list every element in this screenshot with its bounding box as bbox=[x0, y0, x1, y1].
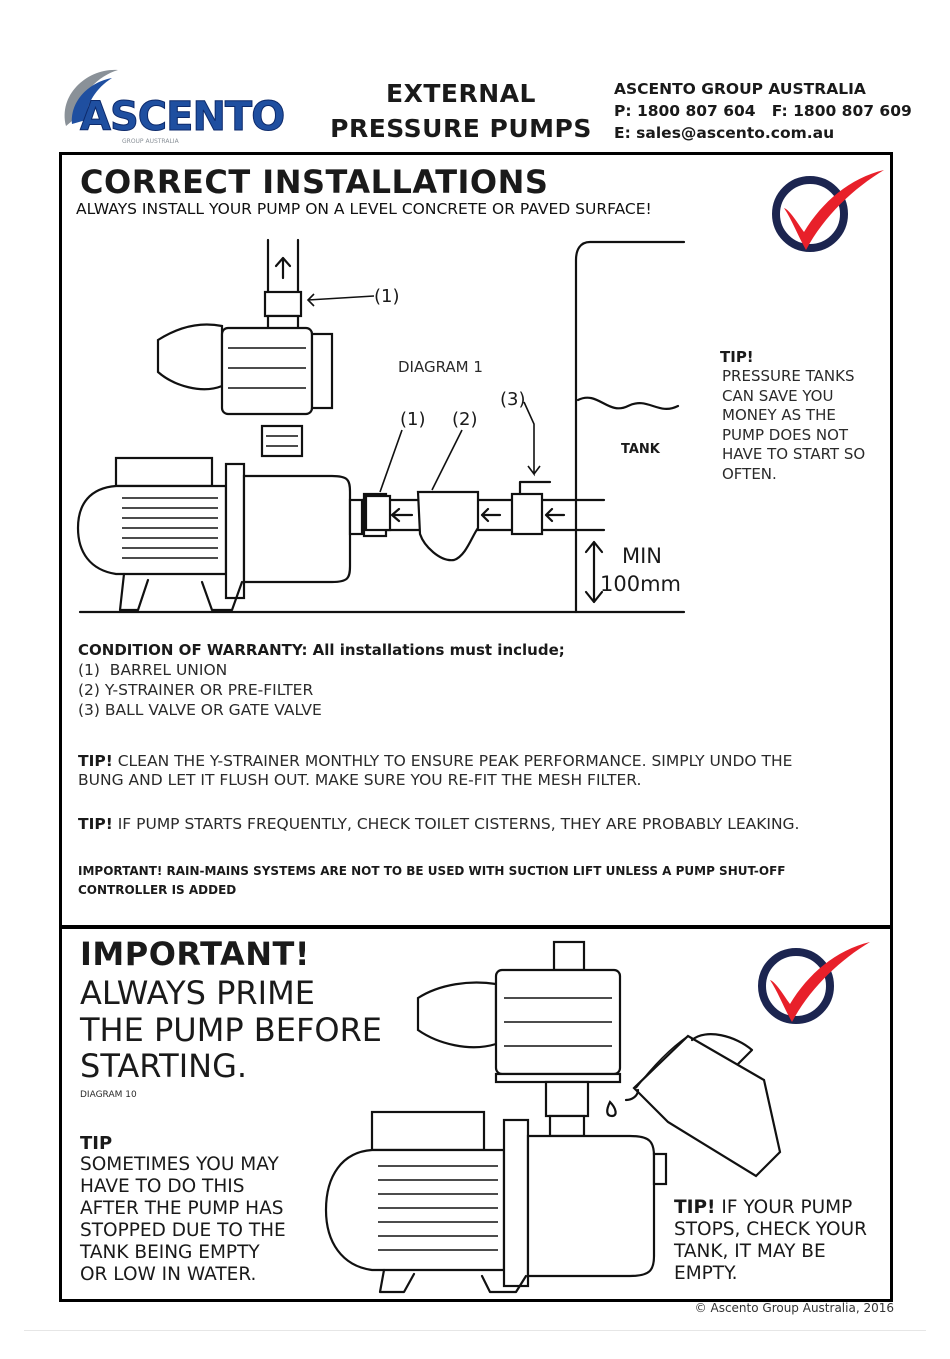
pressure-tank-tip: TIP! PRESSURE TANKS CAN SAVE YOU MONEY A… bbox=[720, 348, 865, 485]
callout-1-top: (1) bbox=[374, 286, 400, 307]
page-edge-divider bbox=[24, 1330, 926, 1331]
tip-text: BUNG AND LET IT FLUSH OUT. MAKE SURE YOU… bbox=[78, 771, 642, 789]
important-line: CONTROLLER IS ADDED bbox=[78, 883, 237, 897]
prime-instruction: ALWAYS PRIME THE PUMP BEFORE STARTING. bbox=[80, 975, 382, 1085]
prime-tip: TIP SOMETIMES YOU MAY HAVE TO DO THIS AF… bbox=[80, 1133, 286, 1286]
strainer-tip: TIP! CLEAN THE Y-STRAINER MONTHLY TO ENS… bbox=[78, 752, 792, 790]
tip-line: SOMETIMES YOU MAY bbox=[80, 1154, 279, 1175]
tip-line: CAN SAVE YOU bbox=[722, 386, 834, 405]
tip-line: MONEY AS THE bbox=[722, 406, 836, 425]
tip-body: SOMETIMES YOU MAY HAVE TO DO THIS AFTER … bbox=[80, 1154, 286, 1286]
callout-3: (3) bbox=[500, 389, 526, 410]
correct-heading: CORRECT INSTALLATIONS bbox=[80, 163, 549, 201]
logo-text: ASCENTO bbox=[80, 94, 284, 140]
important-line: IMPORTANT! RAIN-MAINS SYSTEMS ARE NOT TO… bbox=[78, 864, 786, 878]
min-label: MIN bbox=[622, 544, 663, 568]
tip-line: PUMP DOES NOT bbox=[722, 425, 849, 444]
cistern-tip: TIP! IF PUMP STARTS FREQUENTLY, CHECK TO… bbox=[78, 815, 800, 834]
ascento-logo: ASCENTO GROUP AUSTRALIA bbox=[58, 64, 314, 148]
empty-tank-tip: TIP! IF YOUR PUMP STOPS, CHECK YOUR TANK… bbox=[674, 1196, 867, 1285]
warranty-list: (1) BARREL UNION (2) Y-STRAINER OR PRE-F… bbox=[78, 660, 565, 720]
warranty-item: (2) Y-STRAINER OR PRE-FILTER bbox=[78, 681, 314, 699]
tip-line: STOPPED DUE TO THE bbox=[80, 1220, 286, 1241]
page-title: EXTERNAL PRESSURE PUMPS bbox=[330, 76, 592, 146]
tip-line: TANK BEING EMPTY bbox=[80, 1242, 260, 1263]
tip-line: STOPS, CHECK YOUR bbox=[674, 1219, 867, 1240]
tip-line: EMPTY. bbox=[674, 1263, 738, 1284]
tip-line: HAVE TO START SO bbox=[722, 445, 866, 464]
important-note: IMPORTANT! RAIN-MAINS SYSTEMS ARE NOT TO… bbox=[78, 862, 785, 900]
important-heading: IMPORTANT! bbox=[80, 935, 310, 973]
diagram-label: DIAGRAM 10 bbox=[80, 1090, 137, 1100]
warranty-item: (3) BALL VALVE OR GATE VALVE bbox=[78, 701, 322, 719]
prime-pump-panel bbox=[59, 926, 893, 1302]
min-value: 100mm bbox=[600, 572, 681, 596]
tank-label: TANK bbox=[621, 442, 660, 457]
tip-label: TIP! bbox=[674, 1197, 716, 1218]
title-line-2: PRESSURE PUMPS bbox=[330, 114, 592, 143]
priming-diagram bbox=[324, 940, 782, 1294]
tip-line: HAVE TO DO THIS bbox=[80, 1176, 245, 1197]
tip-line: PRESSURE TANKS bbox=[722, 367, 855, 385]
warranty-item: (1) BARREL UNION bbox=[78, 661, 228, 679]
tip-line: OFTEN. bbox=[722, 464, 777, 483]
installation-diagram bbox=[76, 238, 686, 614]
title-line-1: EXTERNAL bbox=[386, 79, 536, 108]
tip-title: TIP! bbox=[720, 348, 754, 366]
tip-title: TIP bbox=[80, 1133, 113, 1154]
contact-block: ASCENTO GROUP AUSTRALIA P: 1800 807 604 … bbox=[614, 78, 912, 144]
prime-line: ALWAYS PRIME bbox=[80, 974, 315, 1012]
warranty-title: CONDITION OF WARRANTY: All installations… bbox=[78, 641, 565, 659]
copyright: © Ascento Group Australia, 2016 bbox=[694, 1301, 894, 1315]
callout-1: (1) bbox=[400, 409, 426, 430]
warranty-block: CONDITION OF WARRANTY: All installations… bbox=[78, 641, 565, 720]
prime-line: STARTING. bbox=[80, 1047, 248, 1085]
email: E: sales@ascento.com.au bbox=[614, 124, 835, 142]
checkmark-icon bbox=[758, 942, 870, 1024]
tip-text: CLEAN THE Y-STRAINER MONTHLY TO ENSURE P… bbox=[112, 752, 793, 770]
tip-line: AFTER THE PUMP HAS bbox=[80, 1198, 284, 1219]
tip-label: TIP! bbox=[78, 752, 113, 770]
tip-line: TANK, IT MAY BE bbox=[674, 1241, 826, 1262]
tip-line: OR LOW IN WATER. bbox=[80, 1264, 257, 1285]
callout-2: (2) bbox=[452, 409, 478, 430]
phone-fax: P: 1800 807 604 F: 1800 807 609 bbox=[614, 102, 912, 120]
diagram-label: DIAGRAM 1 bbox=[398, 358, 483, 376]
company-name: ASCENTO GROUP AUSTRALIA bbox=[614, 80, 866, 98]
checkmark-icon bbox=[772, 170, 884, 252]
tip-body: PRESSURE TANKS CAN SAVE YOU MONEY AS THE… bbox=[722, 367, 865, 485]
tip-label: TIP! bbox=[78, 815, 113, 833]
correct-subheading: ALWAYS INSTALL YOUR PUMP ON A LEVEL CONC… bbox=[76, 200, 652, 218]
tip-text: IF PUMP STARTS FREQUENTLY, CHECK TOILET … bbox=[112, 815, 800, 833]
prime-line: THE PUMP BEFORE bbox=[80, 1010, 383, 1049]
min-clearance: MIN 100mm bbox=[600, 542, 681, 598]
tip-text: IF YOUR PUMP bbox=[715, 1197, 853, 1218]
logo-subtext: GROUP AUSTRALIA bbox=[122, 138, 180, 145]
